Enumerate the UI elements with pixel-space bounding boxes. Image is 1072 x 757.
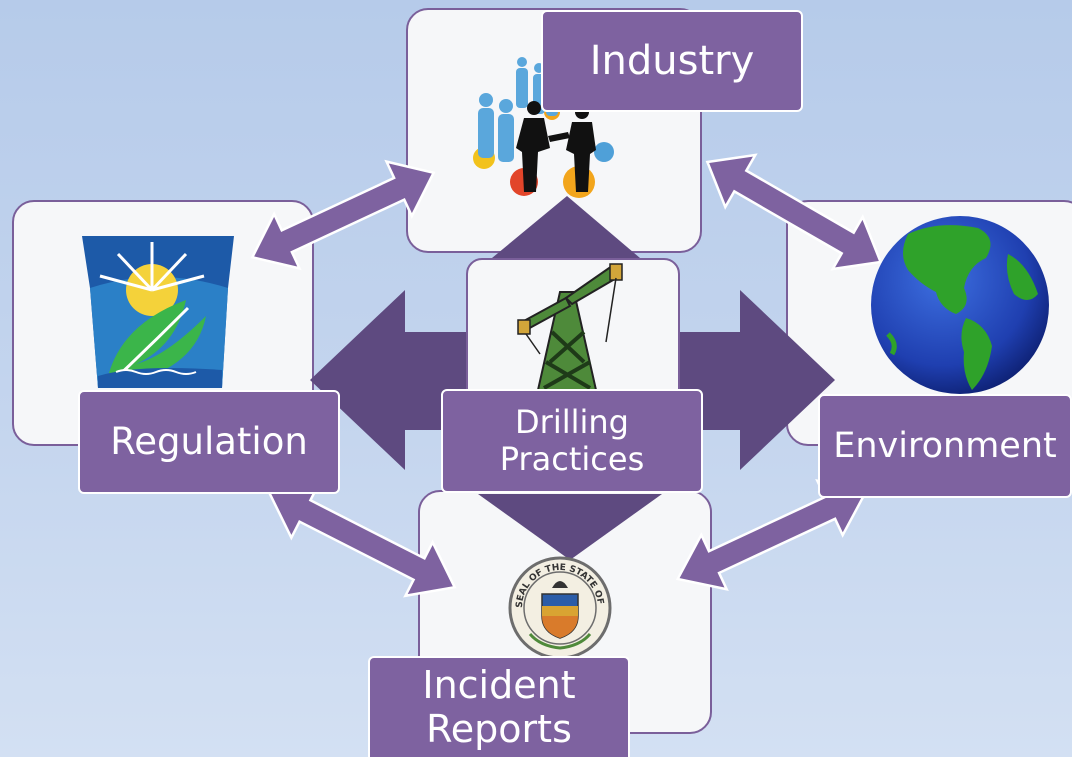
pa-keystone-logo	[82, 236, 234, 388]
arrow-industry-regulation	[250, 159, 436, 271]
arrow-industry-environment	[705, 153, 883, 271]
incident-label: Incident Reports	[368, 656, 630, 757]
drilling-label-line2: Practices	[499, 440, 645, 478]
industry-label: Industry	[541, 10, 803, 112]
arrow-regulation-incident	[267, 482, 457, 598]
handshake-gears-icon	[473, 57, 614, 198]
pa-state-seal: SEAL OF THE STATE OF PENNSYLVANIA	[500, 548, 612, 660]
incident-label-line2: Reports	[426, 706, 572, 751]
globe-icon	[871, 216, 1049, 394]
industry-label-text: Industry	[589, 38, 755, 84]
environment-label-text: Environment	[833, 425, 1057, 466]
drilling-label-line1: Drilling	[515, 403, 629, 442]
incident-label-line1: Incident	[422, 662, 576, 707]
regulation-label: Regulation	[78, 390, 340, 494]
oil-derrick-icon	[517, 263, 623, 390]
environment-label: Environment	[818, 394, 1072, 498]
arrow-center-right	[680, 290, 835, 470]
arrow-center-up	[492, 196, 640, 258]
arrow-center-left	[310, 290, 466, 470]
regulation-label-text: Regulation	[110, 419, 308, 463]
arrow-center-down	[478, 494, 662, 560]
drilling-label: Drilling Practices	[441, 389, 703, 493]
